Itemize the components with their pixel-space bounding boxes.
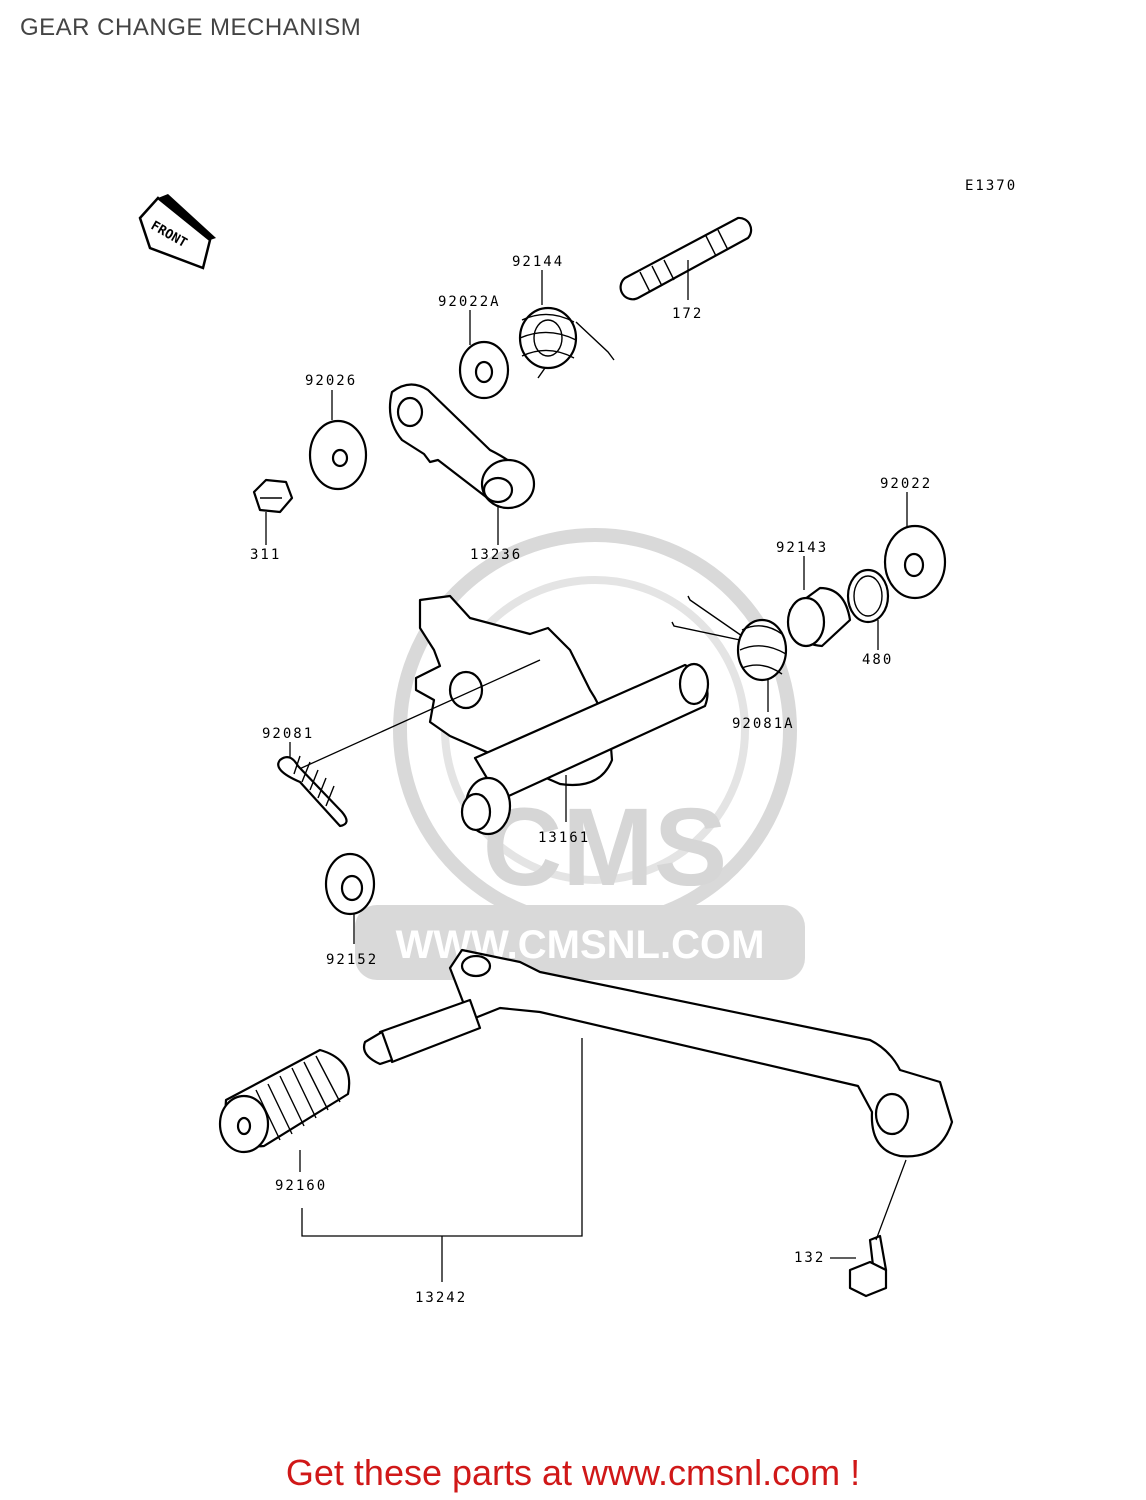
label-92152: 92152	[326, 952, 378, 968]
parts-diagram: CMS WWW.CMSNL.COM E1370 FRONT 172 92144 …	[138, 178, 1017, 1306]
part-92143-collar	[786, 586, 852, 648]
label-92081: 92081	[262, 726, 314, 742]
part-172-shaft	[619, 216, 753, 301]
part-92022-washer	[883, 524, 947, 600]
part-311-nut	[252, 478, 294, 514]
part-92144-spring	[518, 306, 615, 379]
label-311: 311	[250, 547, 281, 563]
part-92152-washer	[324, 852, 376, 916]
part-13161-shift-shaft	[414, 594, 710, 836]
label-132: 132	[794, 1250, 825, 1266]
label-13242: 13242	[415, 1290, 467, 1306]
label-480: 480	[862, 652, 893, 668]
label-92143: 92143	[776, 540, 828, 556]
label-13236: 13236	[470, 547, 522, 563]
part-92022A-washer	[458, 340, 510, 400]
part-480-circlip	[846, 568, 890, 624]
label-92160: 92160	[275, 1178, 327, 1194]
watermark-url-text: WWW.CMSNL.COM	[396, 923, 765, 967]
label-92022: 92022	[880, 476, 932, 492]
part-92026-washer	[308, 419, 368, 491]
label-172: 172	[672, 306, 703, 322]
label-92022A: 92022A	[438, 294, 501, 310]
part-92081-spring	[277, 755, 348, 828]
part-92160-rubber	[218, 1048, 351, 1154]
page-title: GEAR CHANGE MECHANISM	[20, 14, 362, 41]
part-13242-pedal	[362, 948, 954, 1158]
part-92081A-spring	[671, 595, 788, 682]
label-13161: 13161	[538, 830, 590, 846]
front-arrow-icon: FRONT	[138, 194, 216, 270]
part-132-bolt	[848, 1234, 888, 1298]
label-92081A: 92081A	[732, 716, 795, 732]
footer-link[interactable]: Get these parts at www.cmsnl.com !	[285, 1452, 861, 1493]
diagram-code: E1370	[965, 178, 1017, 194]
part-13236-arm	[388, 383, 536, 510]
label-92144: 92144	[512, 254, 564, 270]
label-92026: 92026	[305, 373, 357, 389]
watermark-logo-text: CMS	[483, 786, 727, 909]
